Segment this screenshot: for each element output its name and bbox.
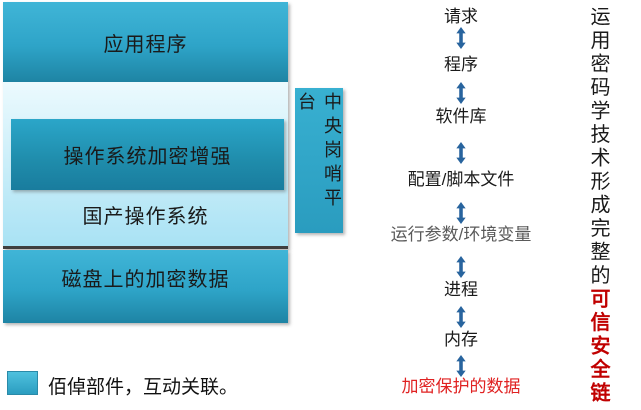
double-arrow-icon bbox=[456, 142, 466, 164]
double-arrow-icon bbox=[456, 256, 466, 278]
central-sentinel-label: 中央岗哨平台 bbox=[296, 92, 342, 212]
encrypted-disk-label: 磁盘上的加密数据 bbox=[61, 269, 230, 291]
legend-color-swatch bbox=[7, 371, 38, 395]
chain-item-runtime-env: 运行参数/环境变量 bbox=[390, 225, 532, 244]
side-note-normal: 运用密码学技术形成完整的 bbox=[587, 6, 609, 288]
chain-item-config: 配置/脚本文件 bbox=[407, 170, 515, 189]
chain-item-memory: 内存 bbox=[444, 330, 478, 349]
os-crypto-enhance-box: 操作系统加密增强 bbox=[11, 119, 284, 190]
application-layer-box: 应用程序 bbox=[3, 2, 288, 82]
legend-text: 佰倬部件，互动关联。 bbox=[48, 377, 239, 398]
domestic-os-label: 国产操作系统 bbox=[82, 206, 209, 228]
chain-item-program: 程序 bbox=[444, 55, 478, 74]
encrypted-disk-box: 磁盘上的加密数据 bbox=[3, 250, 288, 323]
double-arrow-icon bbox=[456, 355, 466, 377]
side-note: 运用密码学技术形成完整的可信安全链 bbox=[584, 6, 613, 406]
chain-item-request: 请求 bbox=[444, 7, 478, 26]
trust-chain: 请求 程序 软件库 配置/脚本文件 运行参数/环境变量 进程 内存 加密保护的数… bbox=[381, 0, 541, 410]
chain-item-process: 进程 bbox=[444, 280, 478, 299]
central-sentinel-box: 中央岗哨平台 bbox=[295, 88, 343, 233]
chain-item-library: 软件库 bbox=[435, 107, 487, 126]
application-layer-label: 应用程序 bbox=[103, 33, 188, 56]
double-arrow-icon bbox=[456, 27, 466, 49]
double-arrow-icon bbox=[456, 306, 466, 328]
double-arrow-icon bbox=[456, 202, 466, 224]
side-note-highlight: 可信安全链 bbox=[587, 288, 609, 406]
chain-item-encrypted-data: 加密保护的数据 bbox=[401, 377, 521, 396]
double-arrow-icon bbox=[456, 82, 466, 104]
os-crypto-enhance-label: 操作系统加密增强 bbox=[63, 146, 232, 168]
